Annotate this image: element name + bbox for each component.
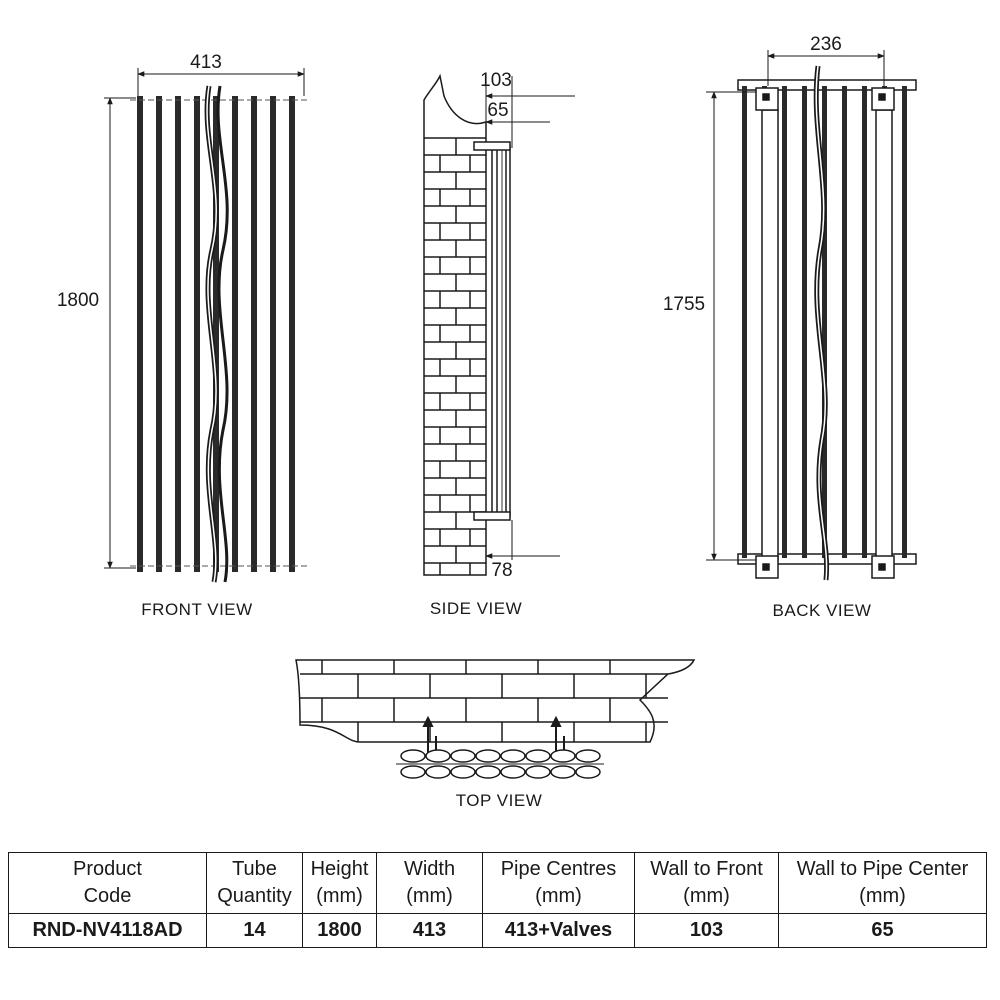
back-left-mounting-bar <box>761 109 779 561</box>
front-tube <box>270 96 276 572</box>
top-tube <box>450 749 476 763</box>
top-tube <box>400 749 426 763</box>
header-wall-to-front: Wall to Front(mm) <box>634 852 779 914</box>
side-view-caption: SIDE VIEW <box>430 599 522 618</box>
back-view-caption: BACK VIEW <box>773 601 872 620</box>
front-tube <box>251 96 257 572</box>
front-tubes <box>137 96 295 572</box>
front-tube <box>289 96 295 572</box>
technical-drawing: 413 1800 FRONT VIEW 103 65 78 SIDE VIEW <box>57 34 917 810</box>
front-tube <box>137 96 143 572</box>
top-tube <box>575 765 601 779</box>
top-tube <box>400 765 426 779</box>
spec-table-row: RND-NV4118AD 14 1800 413 413+Valves 103 … <box>8 913 987 948</box>
top-tube <box>550 749 576 763</box>
cell-width: 413 <box>376 913 483 948</box>
side-bottom-label: 78 <box>491 560 512 581</box>
top-tube <box>450 765 476 779</box>
front-tube <box>194 96 200 572</box>
front-wavy-tube-2 <box>216 85 229 583</box>
top-view-caption: TOP VIEW <box>456 791 543 810</box>
top-tube <box>425 749 451 763</box>
header-pipe-centres: Pipe Centres(mm) <box>482 852 635 914</box>
front-tube <box>213 96 219 572</box>
header-wall-to-pipe-center: Wall to Pipe Center(mm) <box>778 852 987 914</box>
top-tube <box>500 765 526 779</box>
side-pipe-label: 65 <box>487 100 508 121</box>
top-tubes <box>400 749 601 779</box>
side-view: 103 65 78 SIDE VIEW <box>423 70 575 618</box>
cell-tube-quantity: 14 <box>206 913 303 948</box>
back-tube <box>802 86 807 558</box>
side-bottom-bracket <box>473 511 511 521</box>
side-wall-bricks <box>424 137 486 575</box>
header-height: Height(mm) <box>302 852 377 914</box>
side-top-bracket <box>473 141 511 151</box>
top-tube <box>475 749 501 763</box>
side-depth-label: 103 <box>480 70 512 91</box>
top-tube <box>575 749 601 763</box>
top-tube <box>525 765 551 779</box>
top-tube <box>475 765 501 779</box>
back-tube <box>742 86 747 558</box>
header-width: Width(mm) <box>376 852 483 914</box>
top-tube <box>500 749 526 763</box>
back-tube <box>842 86 847 558</box>
front-view: 413 1800 FRONT VIEW <box>57 52 308 619</box>
top-tube <box>525 749 551 763</box>
cell-pipe-centres: 413+Valves <box>482 913 635 948</box>
top-tube <box>425 765 451 779</box>
cell-wall-to-front: 103 <box>634 913 779 948</box>
cell-wall-to-pipe-center: 65 <box>778 913 987 948</box>
back-bracket-label: 236 <box>810 34 842 55</box>
back-tube <box>822 86 827 558</box>
top-wall-outline <box>295 659 696 743</box>
back-view: 236 1755 BACK VIEW <box>663 34 917 620</box>
back-tube <box>862 86 867 558</box>
front-tube <box>156 96 162 572</box>
back-tube <box>902 86 907 558</box>
front-tube <box>232 96 238 572</box>
front-view-caption: FRONT VIEW <box>141 600 252 619</box>
cell-height: 1800 <box>302 913 377 948</box>
cell-product-code: RND-NV4118AD <box>8 913 207 948</box>
back-brackets <box>755 87 895 579</box>
front-width-label: 413 <box>190 52 222 73</box>
top-tube <box>550 765 576 779</box>
back-right-mounting-bar <box>875 109 893 561</box>
top-wall-bricks <box>300 660 668 742</box>
front-tube <box>175 96 181 572</box>
front-height-label: 1800 <box>57 290 99 311</box>
back-tube <box>782 86 787 558</box>
back-height-label: 1755 <box>663 294 705 315</box>
top-view: TOP VIEW <box>295 659 696 810</box>
